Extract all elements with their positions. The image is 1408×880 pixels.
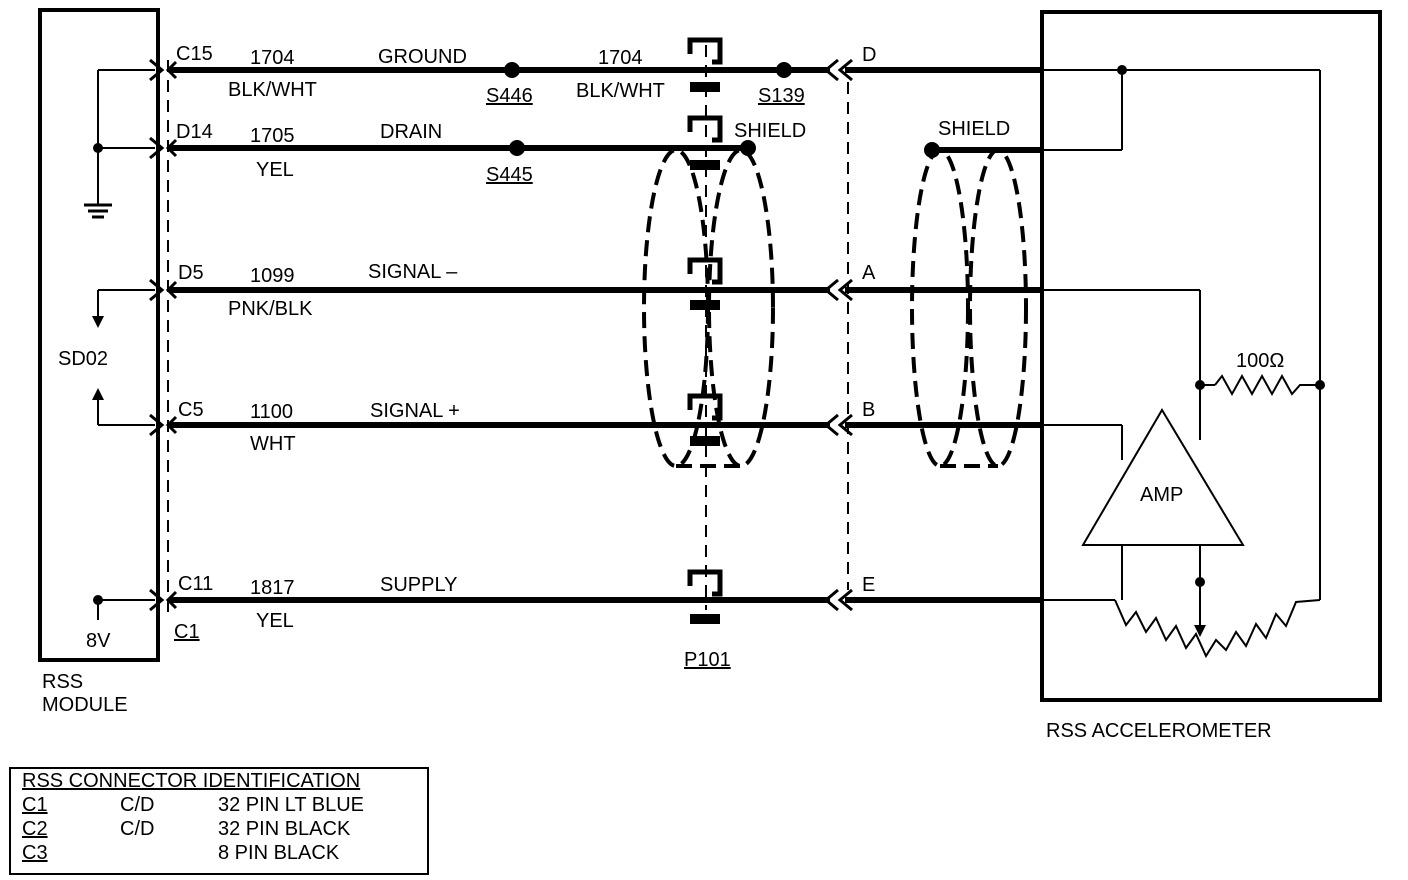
circuit-number-1817: 1817	[250, 577, 295, 599]
wire-color-blk-wht: BLK/WHT	[228, 79, 317, 101]
circuit-number-1704: 1704	[250, 47, 295, 69]
potentiometer-icon	[1114, 599, 1321, 659]
far-shield-label: SHIELD	[938, 118, 1010, 140]
far-pin-b: B	[862, 399, 875, 421]
table-row-type: C/D	[120, 794, 154, 816]
function-signal-minus: SIGNAL –	[368, 261, 458, 283]
splice-s446-dot	[504, 62, 520, 78]
amplifier-triangle-icon	[1081, 408, 1245, 546]
function-supply: SUPPLY	[380, 574, 457, 596]
circuit-number-1705: 1705	[250, 125, 295, 147]
table-row-desc: 32 PIN LT BLUE	[218, 794, 364, 816]
cable-shield-right	[910, 148, 1028, 468]
pin-d14: D14	[176, 121, 213, 143]
pin-c15: C15	[176, 43, 213, 65]
module-ground-circuit	[84, 69, 155, 219]
cable-shield-left	[642, 148, 775, 468]
pin-c5: C5	[178, 399, 204, 421]
arrow-down-icon	[92, 316, 104, 328]
inline-connector-label: P101	[684, 649, 731, 671]
wire-color-wht: WHT	[250, 433, 296, 455]
module-sd02-circuit: SD02	[58, 289, 155, 426]
function-drain: DRAIN	[380, 121, 442, 143]
module-connector-pins	[149, 58, 178, 612]
voltage-label: 8V	[86, 630, 111, 652]
wire-color-yel-supply: YEL	[256, 610, 294, 632]
function-signal-plus: SIGNAL +	[370, 400, 460, 422]
pin-d5: D5	[178, 262, 204, 284]
accelerometer-internal-circuit	[1042, 65, 1325, 659]
table-row-id: C2	[22, 818, 48, 840]
table-row-id: C3	[22, 842, 48, 864]
pin-c11: C11	[178, 573, 213, 595]
table-title: RSS CONNECTOR IDENTIFICATION	[22, 770, 360, 792]
far-pin-a: A	[862, 262, 876, 284]
far-pin-e: E	[862, 574, 875, 596]
amp-label: AMP	[1140, 484, 1183, 506]
arrow-up-icon	[92, 388, 104, 400]
circuit-number-1100: 1100	[250, 401, 293, 423]
splice-s139-label: S139	[758, 85, 805, 107]
splice-s445-label: S445	[486, 164, 533, 186]
function-ground: GROUND	[378, 46, 467, 68]
accelerometer-name: RSS ACCELEROMETER	[1046, 720, 1272, 742]
module-8v-circuit: 8V	[86, 595, 155, 652]
resistor-100-ohm-icon	[1214, 373, 1320, 397]
shield-label: SHIELD	[734, 120, 806, 142]
connector-identification-table: RSS CONNECTOR IDENTIFICATION C1 C/D 32 P…	[9, 767, 429, 875]
shield-junction-dot	[740, 140, 756, 156]
circuit-number-1099: 1099	[250, 265, 295, 287]
wire-color-blk-wht-b: BLK/WHT	[576, 80, 665, 102]
module-connector-label: C1	[174, 621, 200, 643]
rss-module-box	[38, 8, 160, 662]
module-name-line2: MODULE	[42, 694, 128, 716]
inline-connector-p101	[687, 37, 723, 624]
table-row-desc: 32 PIN BLACK	[218, 818, 351, 840]
table-row-desc: 8 PIN BLACK	[218, 842, 340, 864]
rss-accelerometer-box	[1040, 10, 1382, 702]
sd02-label: SD02	[58, 348, 108, 370]
circuit-number-1704-b: 1704	[598, 47, 643, 69]
module-name-line1: RSS	[42, 671, 83, 693]
far-pin-d: D	[862, 44, 876, 66]
table-row-id: C1	[22, 794, 48, 816]
ground-symbol-icon	[84, 203, 112, 219]
splice-s445-dot	[509, 140, 525, 156]
resistor-label: 100Ω	[1236, 350, 1284, 372]
splice-s446-label: S446	[486, 85, 533, 107]
wire-color-pnk-blk: PNK/BLK	[228, 298, 313, 320]
table-row-type: C/D	[120, 818, 154, 840]
splice-s139-dot	[776, 62, 792, 78]
wire-color-yel: YEL	[256, 159, 294, 181]
